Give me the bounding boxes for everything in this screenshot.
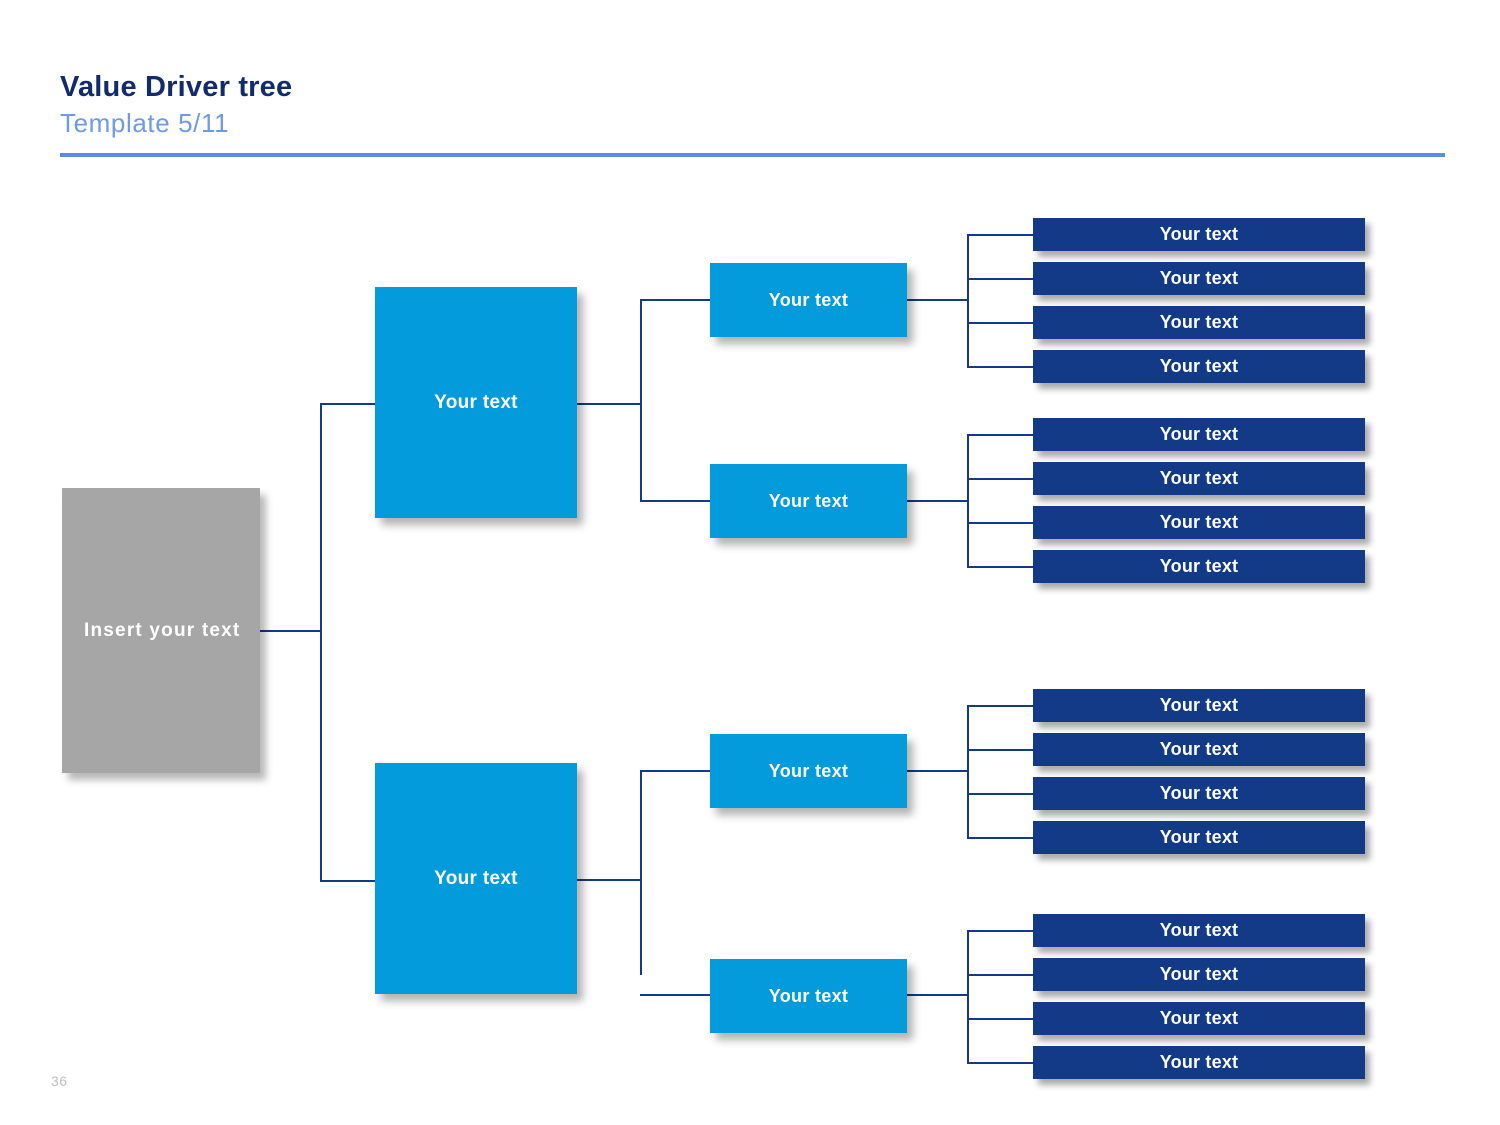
connector-g2-branch-1 xyxy=(967,434,1035,436)
connector-g4-spine xyxy=(967,930,969,1064)
leaf-node-1-1-3[interactable]: Your text xyxy=(1033,306,1365,339)
leaf-node-1-1-2-label: Your text xyxy=(1159,268,1239,288)
connector-root-stub xyxy=(260,630,322,632)
connector-g1-branch-2 xyxy=(967,278,1035,280)
leaf-node-1-2-1-label: Your text xyxy=(1159,424,1239,444)
branch-node-2-label: Your text xyxy=(434,867,518,889)
leaf-node-1-1-1-label: Your text xyxy=(1159,224,1239,244)
root-node-label: Insert your text xyxy=(84,619,241,641)
branch-node-2[interactable]: Your text xyxy=(375,763,577,994)
leaf-node-2-2-3-label: Your text xyxy=(1159,1008,1239,1028)
leaf-node-1-2-4[interactable]: Your text xyxy=(1033,550,1365,583)
connector-g3-branch-2 xyxy=(967,749,1035,751)
connector-g3-branch-3 xyxy=(967,793,1035,795)
connector-g4-branch-2 xyxy=(967,974,1035,976)
connector-g2-stub xyxy=(907,500,969,502)
leaf-node-2-1-4[interactable]: Your text xyxy=(1033,821,1365,854)
sub-branch-node-2-2[interactable]: Your text xyxy=(710,959,907,1033)
leaf-node-2-2-2-label: Your text xyxy=(1159,964,1239,984)
connector-b1-branch-2 xyxy=(640,500,712,502)
leaf-node-1-2-1[interactable]: Your text xyxy=(1033,418,1365,451)
connector-g1-branch-1 xyxy=(967,234,1035,236)
connector-g1-stub xyxy=(907,299,969,301)
connector-b2-branch-2 xyxy=(640,994,712,996)
branch-node-1-label: Your text xyxy=(434,391,518,413)
leaf-node-1-2-2-label: Your text xyxy=(1159,468,1239,488)
leaf-node-2-2-2[interactable]: Your text xyxy=(1033,958,1365,991)
root-node[interactable]: Insert your text xyxy=(62,488,260,773)
connector-b1-branch-1 xyxy=(640,299,712,301)
connector-root-branch-2 xyxy=(320,880,377,882)
leaf-node-2-1-1[interactable]: Your text xyxy=(1033,689,1365,722)
connector-root-branch-1 xyxy=(320,403,377,405)
leaf-node-2-1-3-label: Your text xyxy=(1159,783,1239,803)
connector-g2-branch-2 xyxy=(967,478,1035,480)
leaf-node-1-2-2[interactable]: Your text xyxy=(1033,462,1365,495)
leaf-node-1-2-3[interactable]: Your text xyxy=(1033,506,1365,539)
leaf-node-2-1-3[interactable]: Your text xyxy=(1033,777,1365,810)
page-subtitle: Template 5/11 xyxy=(60,108,230,139)
sub-branch-node-1-2[interactable]: Your text xyxy=(710,464,907,538)
leaf-node-1-2-4-label: Your text xyxy=(1159,556,1239,576)
connector-g1-spine xyxy=(967,234,969,368)
connector-g2-branch-3 xyxy=(967,522,1035,524)
connector-g2-spine xyxy=(967,434,969,568)
connector-g4-stub xyxy=(907,994,969,996)
connector-b1-spine xyxy=(640,299,642,502)
connector-g4-branch-3 xyxy=(967,1018,1035,1020)
sub-branch-node-1-2-label: Your text xyxy=(768,490,849,511)
connector-g1-branch-4 xyxy=(967,366,1035,368)
sub-branch-node-2-1[interactable]: Your text xyxy=(710,734,907,808)
connector-g2-branch-4 xyxy=(967,566,1035,568)
slide-header: Value Driver tree Template 5/11 xyxy=(60,70,1445,140)
leaf-node-2-1-1-label: Your text xyxy=(1159,695,1239,715)
leaf-node-1-1-1[interactable]: Your text xyxy=(1033,218,1365,251)
sub-branch-node-1-1[interactable]: Your text xyxy=(710,263,907,337)
connector-g4-branch-4 xyxy=(967,1062,1035,1064)
leaf-node-2-2-4[interactable]: Your text xyxy=(1033,1046,1365,1079)
connector-g3-branch-4 xyxy=(967,837,1035,839)
leaf-node-2-1-4-label: Your text xyxy=(1159,827,1239,847)
sub-branch-node-2-2-label: Your text xyxy=(768,985,849,1006)
connector-b2-spine xyxy=(640,770,642,975)
page-number: 36 xyxy=(51,1073,68,1089)
leaf-node-2-2-1-label: Your text xyxy=(1159,920,1239,940)
leaf-node-2-2-4-label: Your text xyxy=(1159,1052,1239,1072)
branch-node-1[interactable]: Your text xyxy=(375,287,577,518)
leaf-node-1-1-3-label: Your text xyxy=(1159,312,1239,332)
connector-b1-stub xyxy=(577,403,642,405)
connector-root-spine xyxy=(320,404,322,882)
leaf-node-1-1-4[interactable]: Your text xyxy=(1033,350,1365,383)
leaf-node-1-1-4-label: Your text xyxy=(1159,356,1239,376)
connector-b2-stub xyxy=(577,879,642,881)
connector-g4-branch-1 xyxy=(967,930,1035,932)
leaf-node-2-1-2-label: Your text xyxy=(1159,739,1239,759)
connector-g3-branch-1 xyxy=(967,705,1035,707)
leaf-node-2-1-2[interactable]: Your text xyxy=(1033,733,1365,766)
leaf-node-2-2-3[interactable]: Your text xyxy=(1033,1002,1365,1035)
header-divider xyxy=(60,153,1445,157)
connector-g3-stub xyxy=(907,770,969,772)
connector-g3-spine xyxy=(967,705,969,839)
sub-branch-node-1-1-label: Your text xyxy=(768,289,849,310)
leaf-node-1-1-2[interactable]: Your text xyxy=(1033,262,1365,295)
connector-g1-branch-3 xyxy=(967,322,1035,324)
leaf-node-2-2-1[interactable]: Your text xyxy=(1033,914,1365,947)
connector-b2-branch-1 xyxy=(640,770,712,772)
leaf-node-1-2-3-label: Your text xyxy=(1159,512,1239,532)
sub-branch-node-2-1-label: Your text xyxy=(768,760,849,781)
page-title: Value Driver tree xyxy=(60,71,293,103)
